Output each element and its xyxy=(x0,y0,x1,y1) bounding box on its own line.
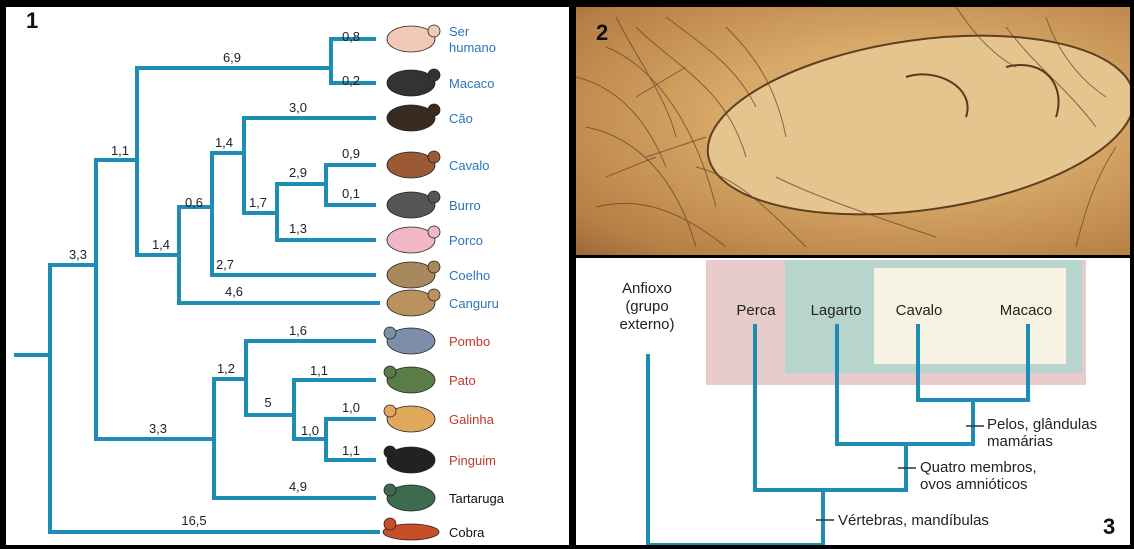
phylogeny-panel: 0,8 0,2 6,9 3,0 0,9 0,1 2,9 1,3 1,4 1,7 0,6 1,1 2,7 1… xyxy=(6,7,569,545)
taxon-label: Cobra xyxy=(449,525,485,540)
taxon-label: Pato xyxy=(449,373,476,388)
embryo-photo-panel xyxy=(576,7,1130,255)
branch-length-label: 4,9 xyxy=(289,479,307,494)
taxon-label: Macaco xyxy=(449,76,495,91)
branch-length-label: 0,9 xyxy=(342,146,360,161)
branch-length-label: 1,2 xyxy=(217,361,235,376)
character-pelos: Pelos, glândulas mamárias xyxy=(987,416,1097,450)
branch-length-label: 3,0 xyxy=(289,100,307,115)
branch-length-label: 1,4 xyxy=(215,135,233,150)
human-icon xyxy=(387,25,440,52)
branch-length-label: 1,0 xyxy=(301,423,319,438)
phylogenetic-tree: 0,8 0,2 6,9 3,0 0,9 0,1 2,9 1,3 1,4 1,7 0,6 1,1 2,7 1… xyxy=(6,7,569,545)
branch-length-label: 16,5 xyxy=(181,513,206,528)
rabbit-icon xyxy=(387,261,440,288)
snake-icon xyxy=(383,518,439,540)
branch-length-label: 4,6 xyxy=(225,284,243,299)
embryo-membrane-photo xyxy=(576,7,1130,255)
branch-length-label: 3,3 xyxy=(69,247,87,262)
panel-number-3: 3 xyxy=(1103,514,1115,540)
pigeon-icon xyxy=(384,327,435,354)
branch-length-label: 2,9 xyxy=(289,165,307,180)
branch-length-label: 2,7 xyxy=(216,257,234,272)
branch-length-label: 1,6 xyxy=(289,323,307,338)
branch-length-label: 1,3 xyxy=(289,221,307,236)
chicken-icon xyxy=(384,405,435,432)
branch-length-label: 0,2 xyxy=(342,73,360,88)
taxon-label: Pinguim xyxy=(449,453,496,468)
branch-length-label: 6,9 xyxy=(223,50,241,65)
taxon-label: Galinha xyxy=(449,412,495,427)
cladogram-panel: Anfioxo (grupo externo) Perca Lagarto Ca… xyxy=(576,258,1130,545)
donkey-icon xyxy=(387,191,440,218)
turtle-icon xyxy=(384,484,435,511)
taxon-label: Burro xyxy=(449,198,481,213)
taxon-label: Porco xyxy=(449,233,483,248)
branch-length-label: 1,0 xyxy=(342,400,360,415)
horse-icon xyxy=(387,151,440,178)
branch-length-label: 0,8 xyxy=(342,29,360,44)
kangaroo-icon xyxy=(387,289,440,316)
penguin-icon xyxy=(384,446,435,473)
taxon-label: Cão xyxy=(449,111,473,126)
taxon-label: Canguru xyxy=(449,296,499,311)
pig-icon xyxy=(387,226,440,253)
branch-length-label: 1,1 xyxy=(342,443,360,458)
monkey-icon xyxy=(387,69,440,96)
branch-length-label: 1,1 xyxy=(310,363,328,378)
character-vertebras: Vértebras, mandíbulas xyxy=(838,512,989,529)
taxon-label: Pombo xyxy=(449,334,490,349)
branch-length-label: 0,1 xyxy=(342,186,360,201)
branch-length-label: 0,6 xyxy=(185,195,203,210)
panel-number-2: 2 xyxy=(596,20,608,46)
cladogram-tree xyxy=(576,258,1130,545)
branch-length-label: 5 xyxy=(264,395,271,410)
character-quatro-membros: Quatro membros, ovos amnióticos xyxy=(920,459,1037,493)
duck-icon xyxy=(384,366,435,393)
branch-length-label: 1,7 xyxy=(249,195,267,210)
dog-icon xyxy=(387,104,440,131)
panel-number-1: 1 xyxy=(26,8,38,34)
taxon-label: Cavalo xyxy=(449,158,489,173)
taxon-label: Tartaruga xyxy=(449,491,505,506)
taxon-label: Coelho xyxy=(449,268,490,283)
branch-length-label: 3,3 xyxy=(149,421,167,436)
branch-length-label: 1,1 xyxy=(111,143,129,158)
branch-length-label: 1,4 xyxy=(152,237,170,252)
